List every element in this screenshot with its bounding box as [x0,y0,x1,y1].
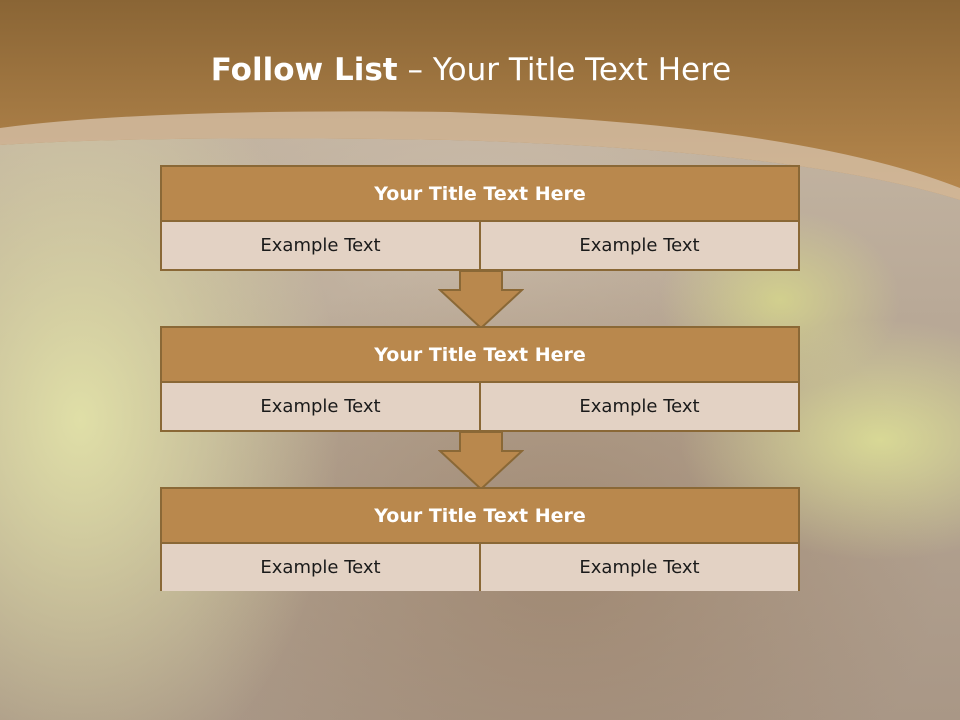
step-box-1: Your Title Text Here Example Text Exampl… [160,165,800,271]
step-row: Example Text Example Text [162,222,798,269]
step-right-text: Example Text [479,383,798,430]
down-arrow-2 [438,431,524,491]
title-bold: Follow List [210,52,398,88]
down-arrow-1 [438,270,524,330]
step-right-text: Example Text [479,544,798,591]
step-right-text: Example Text [479,222,798,269]
step-box-3: Your Title Text Here Example Text Exampl… [160,487,800,591]
step-row: Example Text Example Text [162,544,798,591]
step-box-2: Your Title Text Here Example Text Exampl… [160,326,800,432]
title-rest: – Your Title Text Here [397,52,732,88]
step-left-text: Example Text [260,396,381,417]
step-title: Your Title Text Here [162,328,798,383]
step-title: Your Title Text Here [162,489,798,544]
slide-title: Follow List – Your Title Text Here [0,52,942,88]
step-left-text: Example Text [260,235,381,256]
step-row: Example Text Example Text [162,383,798,430]
step-title: Your Title Text Here [162,167,798,222]
step-left-text: Example Text [260,557,381,578]
header-band [0,0,960,200]
